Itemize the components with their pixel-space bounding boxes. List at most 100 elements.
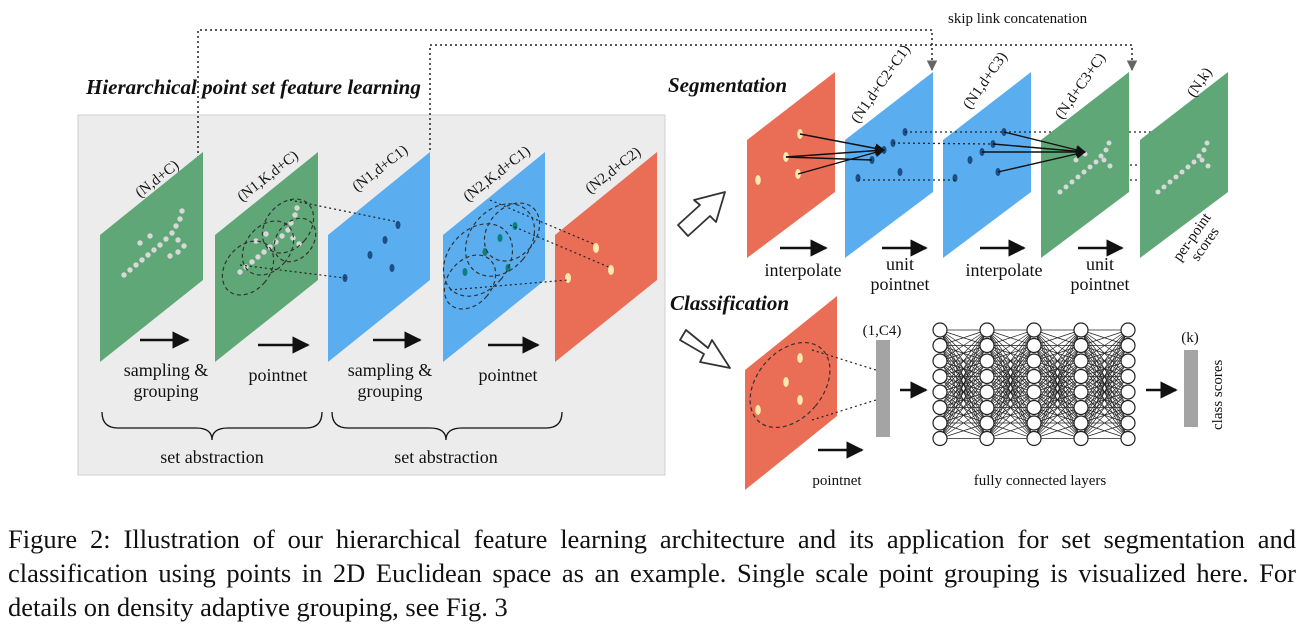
fc-edge [986, 360, 1035, 439]
seg-plane-3 [943, 72, 1031, 258]
input-points [121, 208, 187, 278]
seg-plane-2 [845, 72, 933, 258]
fc-neuron [979, 322, 995, 338]
fc-neuron [1073, 322, 1089, 338]
set-abstraction-braces [101, 411, 563, 441]
fc-neuron [1120, 322, 1136, 338]
fc-edge [1080, 329, 1129, 424]
class-scores-label: class scores [1210, 359, 1226, 430]
fc-neuron [1073, 353, 1089, 369]
seg-step-4-line-2: pointnet [1071, 274, 1130, 294]
fc-neuron [1073, 368, 1089, 385]
architecture-diagram: skip link concatenation Hierarchical poi… [77, 11, 1228, 490]
fc-neuron [1120, 384, 1136, 400]
projection-lines-1 [239, 199, 399, 279]
fc-edge [939, 329, 988, 362]
fc-edge [939, 360, 988, 439]
fc-edge [1033, 329, 1082, 346]
title-hierarchical: Hierarchical point set feature learning [85, 75, 421, 99]
hier-step-1-line-2: grouping [134, 381, 199, 401]
fc-edge [939, 329, 988, 408]
plane-grouped [215, 152, 318, 362]
cls-pointnet-label: pointnet [812, 473, 862, 489]
fc-neuron [1073, 384, 1089, 400]
class-score-bar [1184, 350, 1198, 427]
grouped-points [237, 205, 302, 275]
seg-plane-1 [747, 72, 835, 258]
cls-group-circle [749, 341, 831, 429]
fc-neuron [979, 399, 995, 416]
hier-step-4: pointnet [479, 365, 538, 385]
fc-edge [1080, 329, 1129, 377]
fc-neuron [932, 399, 948, 416]
seg-plane-5 [1140, 72, 1228, 258]
fc-neuron [979, 384, 995, 400]
interp-lines-1 [785, 133, 885, 175]
fc-neuron [1026, 430, 1042, 447]
fc-neuron [1026, 384, 1042, 400]
fc-edge [1080, 329, 1129, 346]
hollow-arrows [677, 191, 731, 369]
fc-edge [1033, 329, 1082, 362]
fc-edge [1033, 329, 1082, 424]
fc-edge [986, 329, 1035, 393]
fc-edge [1033, 329, 1082, 393]
fc-nodes [932, 322, 1136, 447]
fc-edge [986, 422, 1035, 439]
fc-edge [939, 407, 988, 439]
set-abstraction-1: set abstraction [160, 447, 263, 467]
fc-edge [1080, 376, 1129, 439]
fc-edge [1080, 329, 1129, 393]
fc-edge [986, 329, 1035, 346]
fc-neuron [1026, 322, 1042, 338]
sa2-points [565, 243, 614, 283]
fc-edge [1033, 329, 1082, 408]
sa1-points [342, 221, 401, 282]
fc-edge [986, 329, 1035, 362]
fc-edge [1033, 422, 1082, 439]
fc-edge [1033, 391, 1082, 439]
plane-sa2 [555, 152, 657, 362]
plane-sa1 [328, 152, 430, 362]
seg-plane-5-points [1155, 140, 1211, 195]
fc-edge [986, 329, 1035, 408]
hier-step-2: pointnet [249, 365, 308, 385]
hier-step-arrows [140, 331, 540, 354]
skip-link-label: skip link concatenation [948, 11, 1088, 27]
global-feature-label: (1,C4) [863, 323, 902, 339]
fc-neuron [932, 430, 948, 447]
plane-input [100, 152, 203, 362]
fc-edge [1033, 376, 1082, 439]
set-abstraction-2: set abstraction [394, 447, 497, 467]
fc-edge [1033, 360, 1082, 439]
fc-edge [986, 391, 1035, 439]
fc-neuron [1073, 430, 1089, 447]
fc-edge [1080, 407, 1129, 439]
fc-connections [939, 329, 1129, 439]
fc-neuron [932, 337, 948, 354]
fc-edge [939, 376, 988, 439]
hier-step-3-line-2: grouping [358, 381, 423, 401]
fc-neuron [1026, 337, 1042, 354]
fc-edge [939, 329, 988, 393]
fc-edge [939, 345, 988, 439]
fc-edge [1080, 345, 1129, 439]
fc-neuron [1026, 368, 1042, 385]
fc-neuron [932, 368, 948, 385]
fc-edge [939, 329, 988, 424]
fc-edge [1033, 329, 1082, 439]
fc-neuron [1073, 337, 1089, 354]
seg-step-2-line-2: pointnet [871, 274, 930, 294]
fc-edge [1080, 360, 1129, 439]
cls-plane [745, 296, 837, 490]
fc-edge [986, 329, 1035, 424]
cls-projection-lines [811, 349, 877, 421]
fc-edge [939, 422, 988, 439]
fc-neuron [979, 353, 995, 369]
fc-edge [1080, 422, 1129, 439]
hier-step-1-line-1: sampling & [124, 360, 209, 380]
cls-plane-points [755, 353, 803, 415]
fc-edge [1080, 329, 1129, 439]
fc-label: fully connected layers [974, 473, 1107, 489]
skip-link-lines [197, 29, 1138, 158]
